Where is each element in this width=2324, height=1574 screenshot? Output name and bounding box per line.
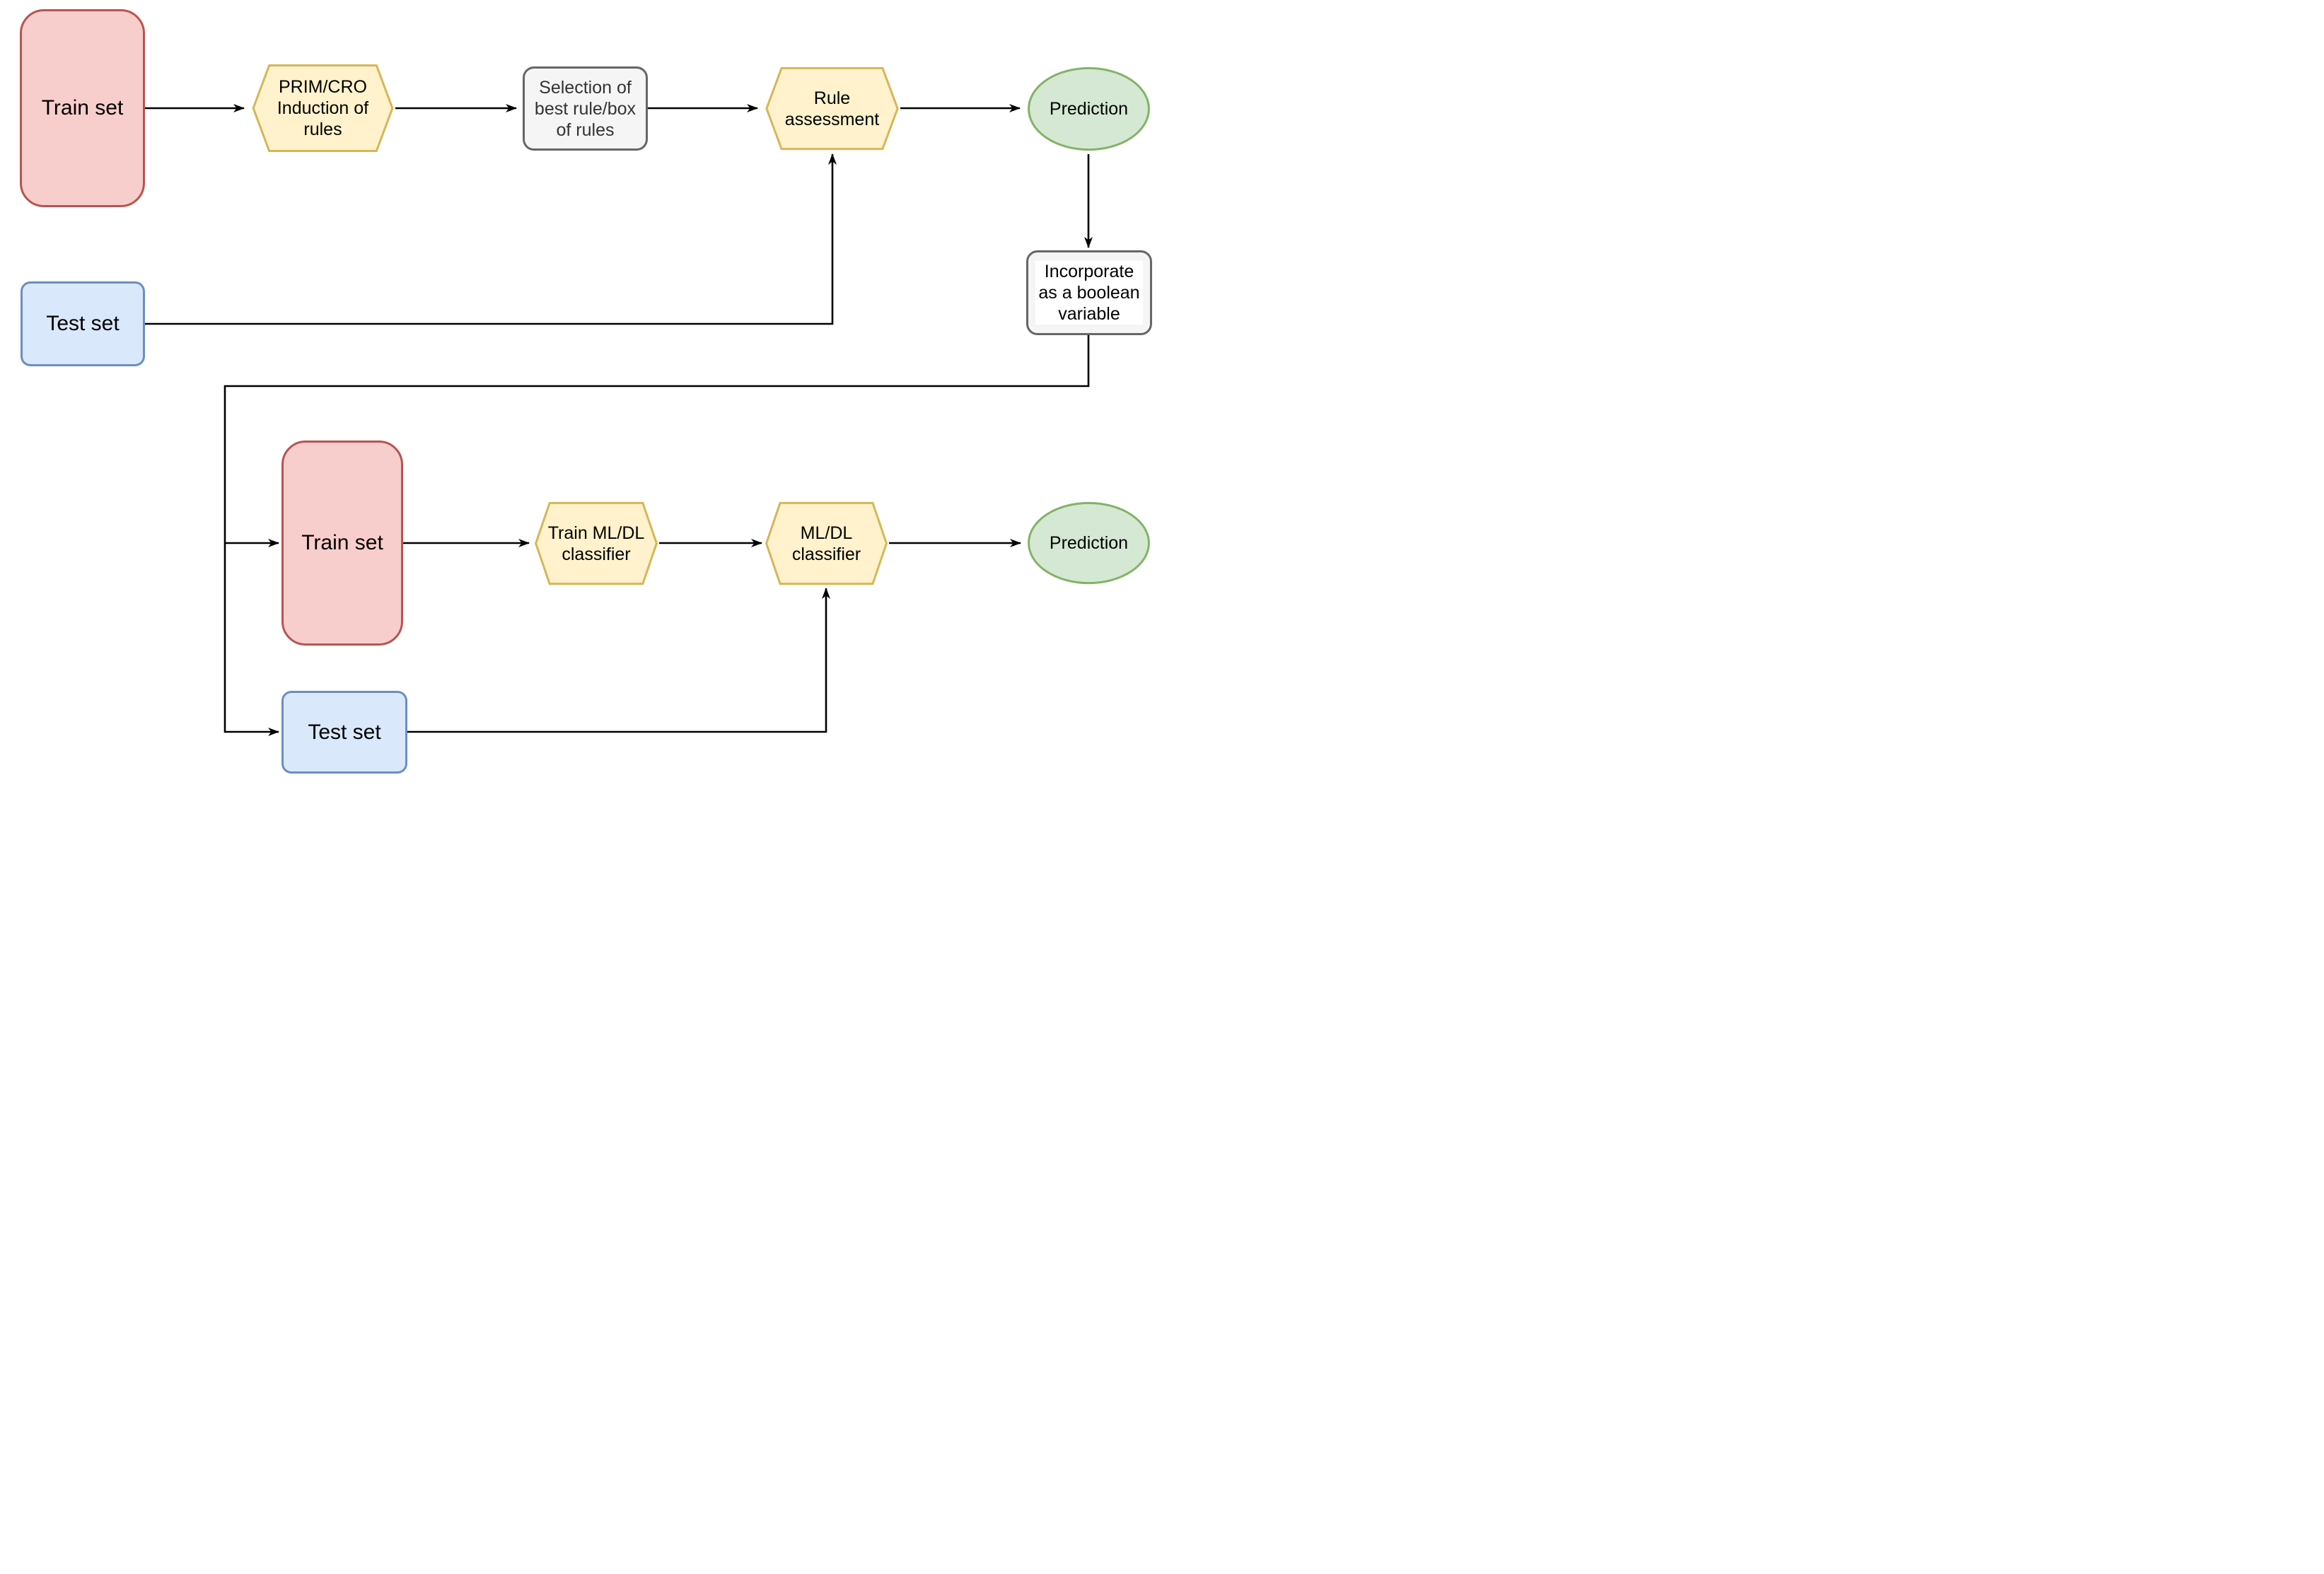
prediction-top-node: Prediction (1026, 66, 1151, 151)
ml-classifier-hexagon-shape (764, 501, 889, 585)
ml-classifier-node: ML/DL classifier (764, 501, 889, 585)
test-set-top-label: Test set (46, 312, 120, 335)
train-ml-classifier-node: Train ML/DL classifier (533, 501, 659, 585)
selection-label: Selection of best rule/box of rules (534, 77, 637, 140)
prediction-bottom-label: Prediction (1049, 533, 1129, 553)
train-ml-classifier-label: Train ML/DL classifier (547, 523, 645, 564)
prim-cro-label: PRIM/CRO Induction of rules (277, 77, 369, 139)
connector-layer (145, 104, 1093, 736)
prim-cro-node: PRIM/CRO Induction of rules (250, 64, 395, 153)
train-set-top-node: Train set (20, 9, 145, 207)
train-set-bottom-label: Train set (301, 531, 383, 554)
connector-incorporate-to-testset2 (223, 335, 1090, 736)
test-set-bottom-node: Test set (281, 691, 407, 774)
incorporate-node: Incorporate as a boolean variable (1026, 250, 1152, 335)
arrow-testset-to-ruleassessment (145, 153, 837, 325)
prediction-top-ellipse-shape (1026, 66, 1151, 151)
train-ml-classifier-hexagon-shape (533, 501, 659, 585)
train-set-top-label: Train set (41, 96, 124, 119)
rule-assessment-label: Rule assessment (784, 88, 880, 129)
flowchart-canvas: Train set PRIM/CRO Induction of rules Se… (0, 0, 1162, 787)
arrow-testset2-to-mlclassifier (407, 588, 830, 733)
rule-assessment-node: Rule assessment (764, 66, 900, 151)
train-set-bottom-node: Train set (281, 441, 403, 646)
rule-assessment-hexagon-shape (764, 66, 900, 151)
selection-node: Selection of best rule/box of rules (523, 66, 648, 151)
incorporate-label: Incorporate as a boolean variable (1035, 261, 1143, 325)
test-set-top-node: Test set (21, 281, 145, 366)
prim-cro-hexagon-shape (250, 64, 395, 153)
prediction-bottom-ellipse-shape (1026, 501, 1151, 585)
ml-classifier-label: ML/DL classifier (791, 523, 861, 564)
prediction-bottom-node: Prediction (1026, 501, 1151, 585)
prediction-top-label: Prediction (1049, 99, 1129, 119)
test-set-bottom-label: Test set (308, 720, 381, 744)
